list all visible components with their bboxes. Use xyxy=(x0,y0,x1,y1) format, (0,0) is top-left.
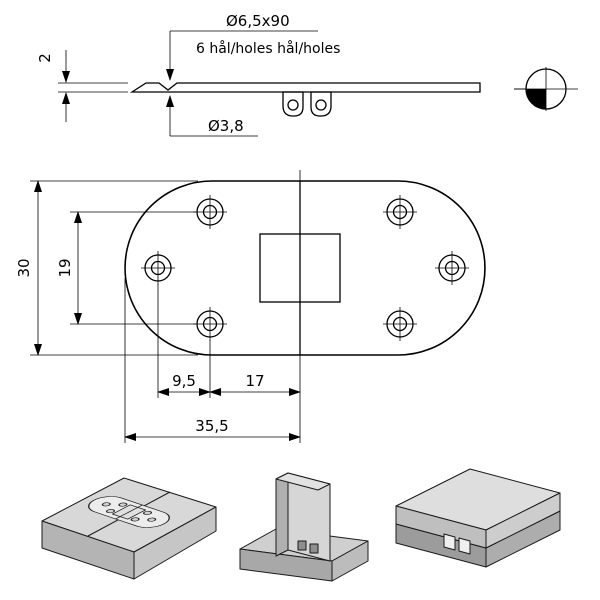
dim-thickness: 2 xyxy=(36,50,128,122)
hole-mid-right xyxy=(435,251,469,285)
hole-mid-left xyxy=(141,251,175,285)
dim-horizontal: 9,5 17 35,5 xyxy=(124,278,301,443)
knuckle-profile xyxy=(282,91,332,117)
dim-thickness-label: 2 xyxy=(36,53,54,63)
hole-top-right xyxy=(383,195,417,229)
dim-height-label: 30 xyxy=(15,258,33,277)
hole-spec-label: Ø6,5x90 xyxy=(226,12,290,30)
holes-note-label: 6 hål/holes hål/holes xyxy=(196,40,340,57)
dim-center-dist-label: 17 xyxy=(245,372,264,390)
dim-height: 30 xyxy=(15,180,198,356)
dim-hole-dia: Ø3,8 xyxy=(166,95,258,137)
dim-hole-offset-label: 9,5 xyxy=(172,372,196,390)
pictogram-folded-180 xyxy=(395,468,561,568)
hinge-body xyxy=(124,180,486,356)
top-view: 30 19 9,5 17 35,5 xyxy=(15,170,486,443)
side-view: 2 Ø6,5x90 6 hål/holes hål/holes Ø3,8 xyxy=(36,12,578,137)
hole-bottom-left xyxy=(193,307,227,341)
pictogram-folded-90 xyxy=(239,472,369,582)
projection-symbol-icon xyxy=(514,67,578,111)
dim-hole-spacing-label: 19 xyxy=(56,258,74,277)
hole-top-left xyxy=(193,195,227,229)
pictogram-open-flat xyxy=(41,477,217,580)
knuckle-plate xyxy=(259,233,341,303)
hinge-on-boards xyxy=(88,496,170,528)
hole-bottom-right xyxy=(383,307,417,341)
dim-hole-spacing: 19 xyxy=(56,211,196,325)
hinge-plate-profile xyxy=(129,82,481,93)
leader-hole-spec: Ø6,5x90 6 hål/holes hål/holes xyxy=(166,12,340,81)
dim-half-length-label: 35,5 xyxy=(195,417,228,435)
hole-dia-label: Ø3,8 xyxy=(208,117,244,135)
